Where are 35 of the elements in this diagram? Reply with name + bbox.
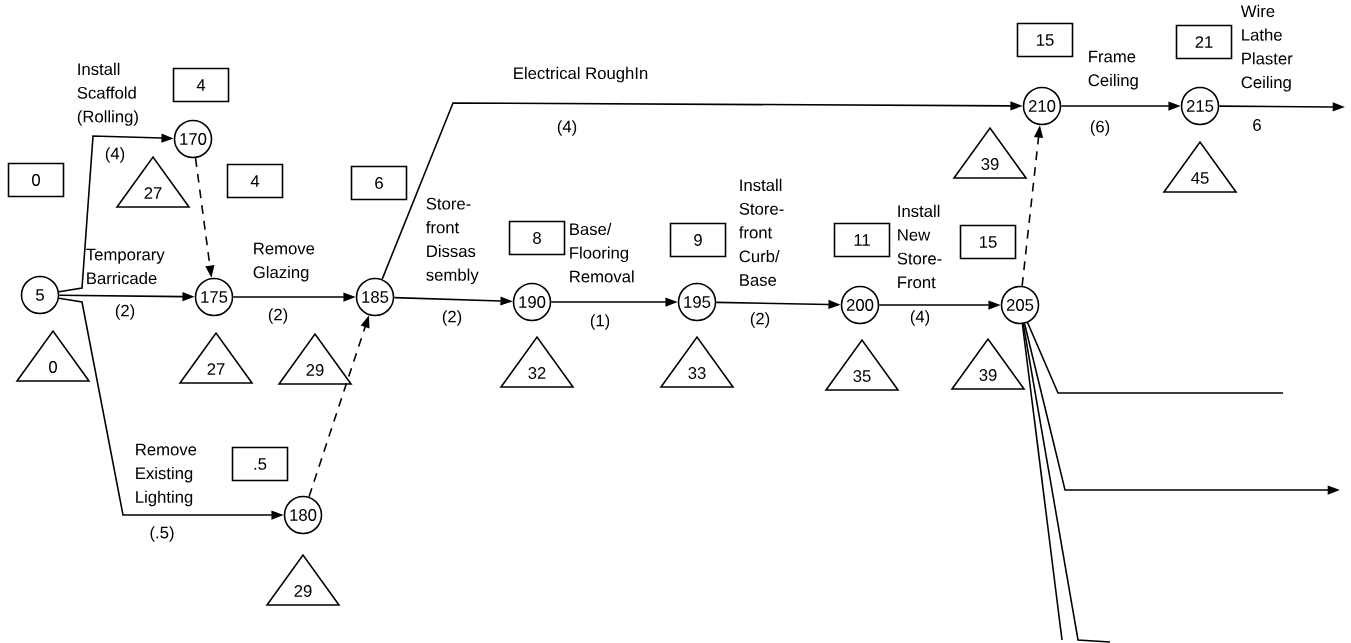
duration-label: (4) — [910, 310, 930, 326]
early-time-box: 0 — [7, 162, 65, 198]
edge-label: Frame Ceiling — [1088, 50, 1138, 90]
duration-label: (2) — [442, 310, 462, 326]
edge-label: Install New Store-Front — [897, 204, 942, 289]
early-time-box: 15 — [959, 224, 1017, 260]
duration-label: (2) — [268, 308, 288, 324]
early-time-box: 4 — [226, 163, 284, 199]
duration-label: (2) — [115, 304, 135, 320]
early-time-box: 6 — [350, 165, 408, 201]
edge-label: Base/ Flooring Removal — [570, 222, 634, 283]
duration-label: 6 — [1253, 119, 1261, 131]
edge-label: Install Scaffold (Rolling) — [77, 62, 138, 126]
early-time-box: 21 — [1175, 24, 1233, 60]
duration-label: (.5) — [150, 526, 174, 542]
early-time-box: 15 — [1016, 22, 1074, 58]
edge-label: Temporary Barricade — [86, 248, 165, 285]
early-time-box: 9 — [669, 222, 727, 258]
duration-label: (4) — [557, 120, 577, 136]
edge-label: Remove Existing Lighting — [136, 443, 197, 507]
early-time-box: 11 — [833, 222, 891, 258]
duration-label: (2) — [750, 312, 770, 328]
duration-label: (1) — [590, 314, 610, 330]
early-time-box: 8 — [508, 220, 566, 256]
early-time-box: .5 — [231, 446, 289, 482]
duration-label: (6) — [1090, 120, 1110, 136]
edge-label: Remove Glazing — [253, 242, 315, 282]
edge-label: Wire Lathe Plaster Ceiling — [1240, 4, 1293, 92]
early-time-box: 4 — [172, 67, 230, 103]
line — [1021, 323, 1063, 641]
line — [1026, 321, 1284, 394]
line — [1022, 323, 1111, 643]
edge-label: Store-front Dissas sembly — [426, 197, 479, 285]
edge-label: Electrical RoughIn — [514, 66, 648, 83]
edge-label: Install Store-front Curb/ Base — [739, 178, 784, 286]
